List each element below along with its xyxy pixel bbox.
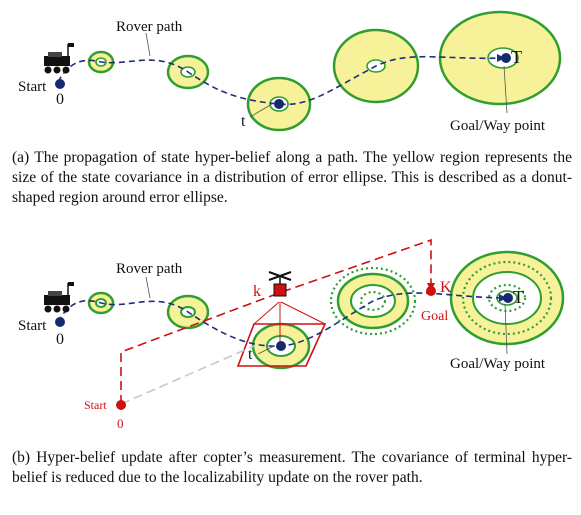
goal-leader-a — [503, 65, 508, 114]
panel-a: Rover path Start 0 t T Goal/Way point — [18, 10, 562, 134]
t-label-a: t — [241, 113, 246, 130]
rover-path-a — [57, 55, 506, 106]
panel-b: Rover path Start 0 t T Goal/Way point k … — [18, 238, 565, 431]
caption-a: (a) The propagation of state hyper-belie… — [12, 149, 572, 206]
goal-node-a — [501, 53, 511, 63]
goal-node-b — [503, 293, 513, 303]
copter-goal-label: Goal — [421, 309, 448, 324]
copter-start-index: 0 — [117, 416, 124, 431]
copter-start-label: Start — [84, 398, 107, 412]
dotted-ellipse-4-outer — [329, 266, 417, 336]
t-node-b — [276, 341, 286, 351]
copter-start-node — [116, 400, 126, 410]
dotted-ellipse-goal-outer — [461, 260, 553, 336]
caption-b: (b) Hyper-belief update after copter’s m… — [12, 449, 572, 486]
copter-footprint — [236, 323, 327, 367]
start-label-b: Start — [18, 318, 47, 334]
rover-icon-b — [44, 282, 74, 313]
rover-path-leader-a — [145, 32, 151, 57]
goal-label-b: Goal/Way point — [450, 356, 546, 372]
start-label-a: Start — [18, 79, 47, 95]
copter-rover-link — [120, 345, 255, 405]
start-node-a — [55, 79, 65, 89]
copter-k-label: k — [253, 283, 261, 300]
t-label-b: t — [248, 346, 253, 363]
dotted-ellipse-4-inner — [359, 290, 387, 312]
t-leader-b — [257, 345, 275, 355]
copter-K-label: K — [440, 279, 452, 296]
copter-beam-left — [253, 301, 280, 325]
rover-path-label-a: Rover path — [116, 19, 183, 35]
rover-icon — [44, 43, 74, 74]
t-leader-a — [249, 103, 273, 118]
copter-goal-node — [426, 286, 436, 296]
goal-label-a: Goal/Way point — [450, 118, 546, 134]
copter-icon — [268, 271, 292, 297]
rover-path-b — [57, 292, 509, 347]
target-label-a: T — [511, 47, 522, 67]
rover-path-leader-b — [145, 276, 151, 299]
copter-beam-right — [280, 301, 326, 325]
start-index-a: 0 — [56, 91, 64, 108]
goal-leader-b — [504, 303, 508, 355]
copter-path — [120, 238, 432, 404]
start-node-b — [55, 317, 65, 327]
panel-b-dotted-ellipses — [329, 260, 553, 336]
dotted-ellipse-goal-inner — [487, 283, 527, 313]
target-label-b: T — [513, 287, 524, 307]
rover-path-label-b: Rover path — [116, 261, 183, 277]
t-node-a — [274, 99, 284, 109]
start-index-b: 0 — [56, 331, 64, 348]
